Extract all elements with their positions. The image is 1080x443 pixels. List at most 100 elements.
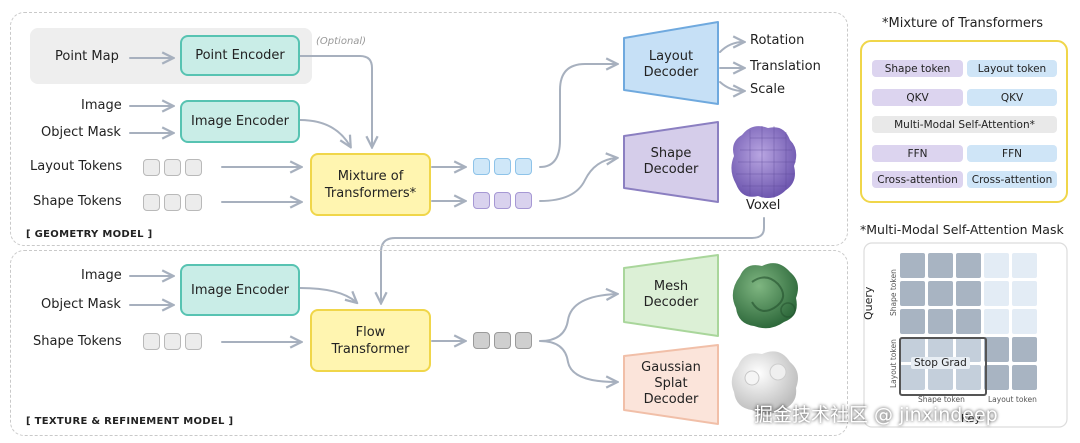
wire-image-encoder-mot xyxy=(299,119,350,146)
wire-voxel-flow xyxy=(381,217,765,302)
legend-qkv-right: QKV xyxy=(967,89,1057,106)
shape-token-3 xyxy=(185,194,202,211)
shape-out-token-2 xyxy=(494,192,511,209)
scale-label: Scale xyxy=(750,82,785,97)
mixture-of-transformers-box: Mixture of Transformers* xyxy=(310,153,431,216)
optional-note: (Optional) xyxy=(316,36,367,47)
mask-cell xyxy=(956,365,981,390)
mesh-render xyxy=(732,263,798,329)
geometry-model-label: [ GEOMETRY MODEL ] xyxy=(26,229,153,240)
mask-cell xyxy=(928,281,953,306)
shape-decoder-label: Shape Decoder xyxy=(643,146,699,177)
wire-tex-image-encoder-flow xyxy=(299,287,356,302)
attention-grid xyxy=(900,253,1040,393)
query-axis-label: Query xyxy=(862,286,875,320)
tex-shape-token-3 xyxy=(185,333,202,350)
layout-decoder-label: Layout Decoder xyxy=(643,49,699,80)
attention-mask-frame xyxy=(863,242,1068,428)
translation-label: Translation xyxy=(750,59,821,74)
tex-image-encoder-box: Image Encoder xyxy=(180,264,300,316)
shape-decoder-shape xyxy=(623,121,719,203)
tex-shape-tokens-label: Shape Tokens xyxy=(33,334,122,349)
layout-decoder-shape xyxy=(623,21,719,105)
col-shape-token-label: Shape token xyxy=(918,395,965,404)
tex-shape-token-1 xyxy=(143,333,160,350)
tex-object-mask-label: Object Mask xyxy=(41,297,121,312)
image-label: Image xyxy=(81,98,122,113)
stop-grad-label: Stop Grad xyxy=(911,357,970,369)
legend-ffn-left: FFN xyxy=(872,145,963,162)
shape-token-1 xyxy=(143,194,160,211)
mask-cell xyxy=(1012,365,1037,390)
col-layout-token-label: Layout token xyxy=(988,395,1037,404)
attention-mask-title: *Multi-Modal Self-Attention Mask xyxy=(860,222,1064,237)
mask-cell xyxy=(1012,253,1037,278)
texture-model-panel xyxy=(10,250,848,436)
mesh-decoder-shape xyxy=(623,254,719,337)
object-mask-label: Object Mask xyxy=(41,125,121,140)
shape-tokens-label: Shape Tokens xyxy=(33,194,122,209)
layout-token-1 xyxy=(143,159,160,176)
rotation-label: Rotation xyxy=(750,33,805,48)
wire-tokens-gaussian xyxy=(539,340,616,382)
mesh-decoder-label: Mesh Decoder xyxy=(643,279,699,310)
shape-token-2 xyxy=(164,194,181,211)
image-encoder-box: Image Encoder xyxy=(180,100,300,143)
tex-shape-token-2 xyxy=(164,333,181,350)
shape-out-token-1 xyxy=(473,192,490,209)
layout-out-token-3 xyxy=(515,158,532,175)
shape-out-token-3 xyxy=(515,192,532,209)
point-encoder-box: Point Encoder xyxy=(180,35,300,76)
gaussian-decoder-label: Gaussian Splat Decoder xyxy=(641,360,701,407)
mask-cell xyxy=(956,281,981,306)
mask-cell xyxy=(900,365,925,390)
tex-out-token-3 xyxy=(515,332,532,349)
legend-layout-token: Layout token xyxy=(967,60,1057,77)
mask-cell xyxy=(984,337,1009,362)
legend-shape-token: Shape token xyxy=(872,60,963,77)
legend-ffn-right: FFN xyxy=(967,145,1057,162)
layout-token-2 xyxy=(164,159,181,176)
layout-out-token-2 xyxy=(494,158,511,175)
mask-cell xyxy=(928,309,953,334)
tex-out-token-2 xyxy=(494,332,511,349)
mask-cell xyxy=(1012,281,1037,306)
legend-qkv-left: QKV xyxy=(872,89,963,106)
voxel-render xyxy=(731,126,797,198)
gaussian-render xyxy=(731,351,798,414)
row-shape-token-label: Shape token xyxy=(889,269,898,316)
tex-out-token-1 xyxy=(473,332,490,349)
mask-cell xyxy=(984,365,1009,390)
mask-cell xyxy=(984,309,1009,334)
mask-cell xyxy=(984,281,1009,306)
mask-cell xyxy=(956,309,981,334)
legend-self-attention: Multi-Modal Self-Attention* xyxy=(872,116,1057,133)
point-map-label: Point Map xyxy=(55,49,119,64)
watermark: 掘金技术社区 @ jinxindeep xyxy=(754,404,998,426)
mask-cell xyxy=(956,253,981,278)
mask-cell xyxy=(928,365,953,390)
mot-legend-frame xyxy=(860,40,1068,203)
texture-model-label: [ TEXTURE & REFINEMENT MODEL ] xyxy=(26,416,234,427)
layout-out-token-1 xyxy=(473,158,490,175)
wire-tokens-mesh xyxy=(539,294,616,342)
geometry-model-panel xyxy=(10,12,848,246)
wire-rotation xyxy=(719,42,743,53)
tex-image-label: Image xyxy=(81,268,122,283)
row-layout-token-label: Layout token xyxy=(889,339,898,388)
wire-blue-layout xyxy=(539,64,616,168)
layout-token-3 xyxy=(185,159,202,176)
mask-cell xyxy=(900,309,925,334)
wire-purple-shape xyxy=(539,158,616,202)
legend-cross-right: Cross-attention xyxy=(967,171,1057,188)
stop-grad-frame xyxy=(899,337,987,396)
mask-cell xyxy=(1012,337,1037,362)
gaussian-decoder-shape xyxy=(623,344,719,425)
wire-scale xyxy=(719,81,743,91)
mask-cell xyxy=(928,253,953,278)
mask-cell xyxy=(900,281,925,306)
mask-cell xyxy=(900,253,925,278)
mask-cell xyxy=(984,253,1009,278)
voxel-label: Voxel xyxy=(746,198,781,213)
